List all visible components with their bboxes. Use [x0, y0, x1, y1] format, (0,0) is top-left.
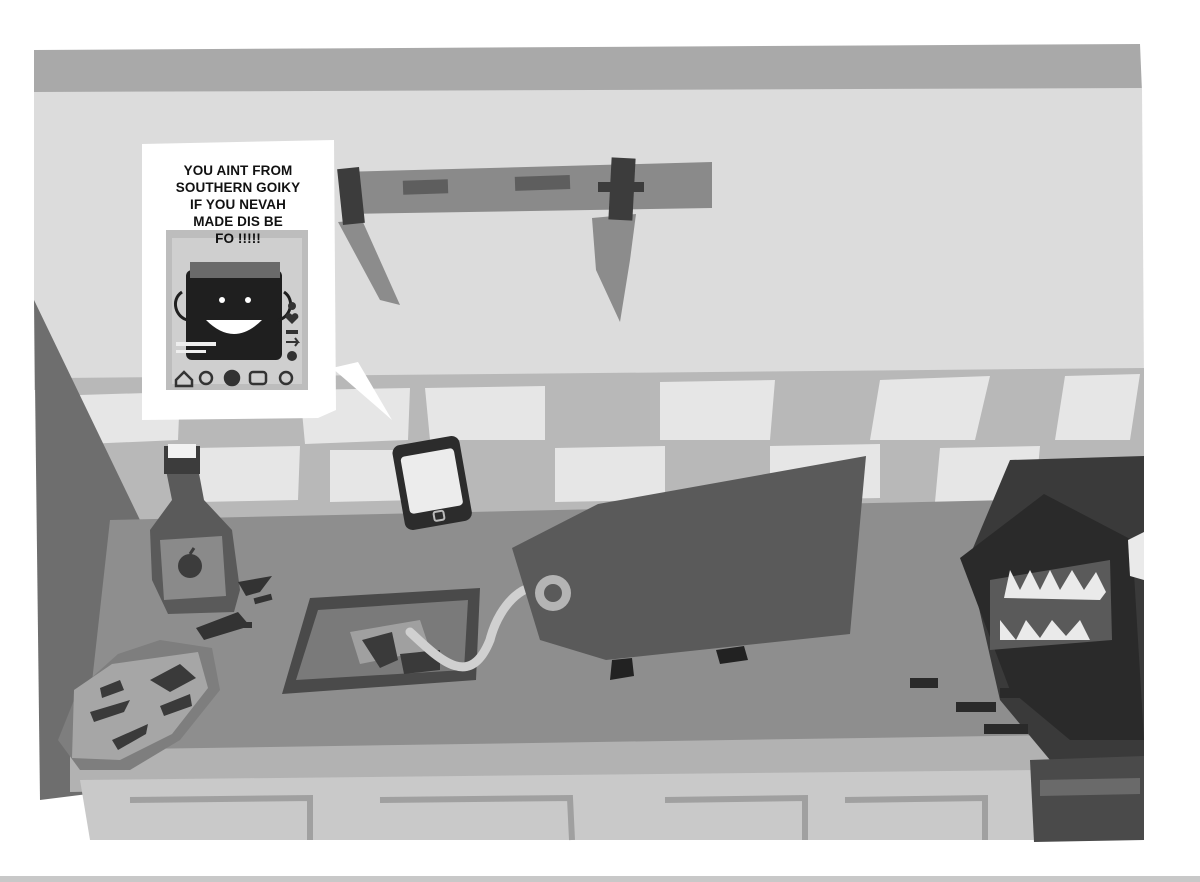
speech-bubble-tail	[332, 362, 392, 420]
stove	[1030, 756, 1144, 842]
sauce-splatter	[196, 576, 273, 640]
creature-teeth	[1000, 570, 1106, 640]
speech-line-2: SOUTHERN GOIKY	[175, 180, 301, 195]
knife-handle-left	[337, 167, 365, 225]
character-mouth	[206, 320, 262, 334]
cabinets	[80, 770, 1040, 840]
speech-line-5: FO !!!!!	[215, 231, 261, 246]
post-nav-icons	[174, 369, 294, 388]
speech-line-3: IF YOU NEVAH	[190, 197, 286, 212]
knife-blade-left	[338, 220, 400, 305]
smartphone	[392, 436, 472, 530]
cabinet-doors	[129, 794, 988, 841]
food-bits	[90, 664, 196, 750]
cutting-board	[282, 588, 480, 694]
creature-drips	[910, 678, 1034, 734]
knife-blade-right	[592, 214, 636, 322]
ceiling-trim	[34, 44, 1142, 96]
page-bottom-line	[0, 876, 1200, 882]
speech-line-4: MADE DIS BE	[193, 214, 283, 229]
shark-creature	[960, 456, 1144, 760]
price-tag-character	[512, 456, 866, 680]
speech-line-1: YOU AINT FROM	[183, 163, 293, 178]
post-action-icons	[285, 302, 300, 361]
hot-sauce-bottle	[150, 444, 240, 614]
knife-rack-slots	[402, 174, 571, 195]
sandwich-character	[186, 270, 282, 360]
speech-bubble-text: YOU AINT FROM SOUTHERN GOIKY IF YOU NEVA…	[150, 162, 326, 247]
